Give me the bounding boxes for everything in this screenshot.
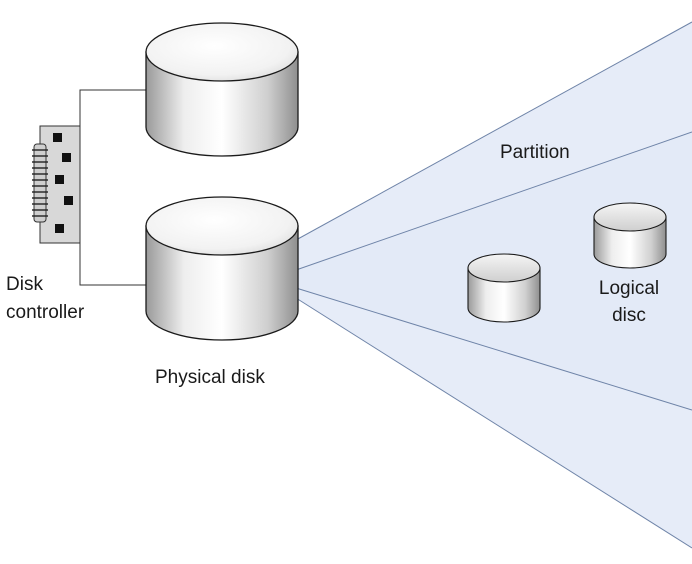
partition-boundary-line-2 <box>295 131 692 271</box>
partition-wedge-upper <box>296 22 692 270</box>
cable-to-top-disk <box>79 89 146 126</box>
logical-disc-2 <box>593 202 667 269</box>
disk-controller-label-line1: Disk <box>6 274 43 295</box>
chip-5 <box>55 224 64 233</box>
controller-cables <box>79 89 146 286</box>
logical-disc-label-line2: disc <box>612 305 646 326</box>
partition-boundary-line-4 <box>295 297 692 549</box>
partition-wedge-lower <box>296 288 692 548</box>
controller-pin-strip <box>33 143 47 223</box>
logical-disc-label-line1: Logical <box>599 278 659 299</box>
controller-pins <box>32 149 48 217</box>
chip-3 <box>55 175 64 184</box>
physical-disk-label: Physical disk <box>155 367 265 388</box>
physical-disk <box>145 196 299 341</box>
top-disk <box>145 22 299 157</box>
partition-boundary-line-3 <box>295 287 692 411</box>
disk-controller-label-line2: controller <box>6 302 85 323</box>
controller-chips <box>53 133 73 233</box>
cable-to-physical-disk <box>79 243 146 286</box>
logical-disc-1 <box>467 253 541 323</box>
disk-controller-card <box>32 125 81 244</box>
chip-2 <box>62 153 71 162</box>
partition-label: Partition <box>500 142 570 163</box>
chip-1 <box>53 133 62 142</box>
partition-boundary-line-1 <box>295 21 692 241</box>
chip-4 <box>64 196 73 205</box>
